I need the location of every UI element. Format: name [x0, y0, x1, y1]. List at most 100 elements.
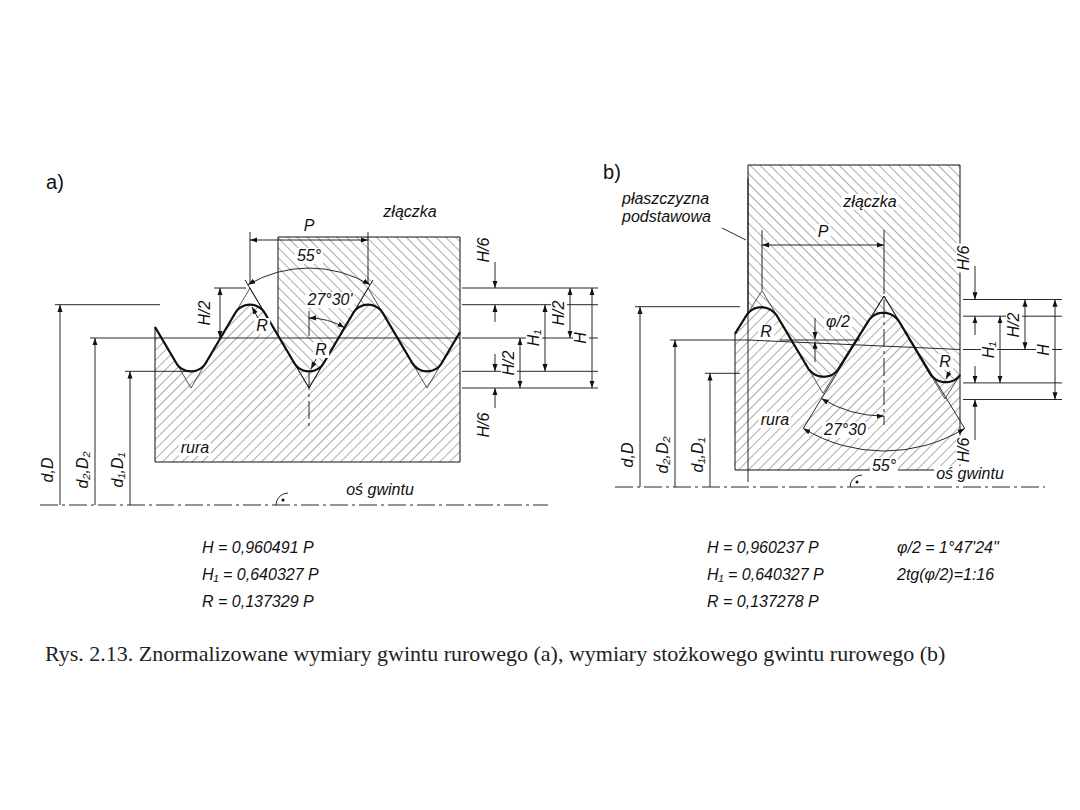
- angle-arc: [309, 318, 345, 328]
- formula: 2tg(φ/2)=1:16: [895, 567, 996, 583]
- angle-arc: [822, 399, 885, 417]
- basic-triangle: [165, 288, 455, 388]
- angle-arrow: [815, 318, 816, 339]
- dimension-label: H: [573, 330, 589, 346]
- dimension-label: H₁: [526, 328, 542, 349]
- angle-label: φ/2: [824, 314, 852, 330]
- extension-line: [635, 306, 740, 307]
- extension-line: [963, 382, 1062, 383]
- radius-label: R: [254, 318, 270, 334]
- diameter-label: d₁,D₁: [690, 436, 706, 475]
- hatched-parts: [155, 165, 960, 470]
- diameter-label: d₁,D₁: [110, 451, 126, 490]
- center-line: [884, 300, 885, 425]
- thread-axis: [40, 505, 548, 506]
- thread-profile: [735, 307, 960, 382]
- angle-label: 27°30': [305, 292, 354, 308]
- angle-label: 27°30: [822, 422, 868, 438]
- formula: H₁ = 0,640327 P: [705, 567, 826, 583]
- diameter-label: d,D: [620, 441, 636, 470]
- part-name: złączka: [381, 204, 438, 220]
- dimension-line: [250, 240, 368, 241]
- diameter-label: d₂,D₂: [75, 449, 91, 490]
- thread-profiles: [155, 288, 960, 399]
- axis-label: oś gwintu: [934, 466, 1006, 482]
- dimension-line: [130, 371, 131, 505]
- dimension-label: H/6: [476, 411, 492, 440]
- panel-a-dimensions: [40, 232, 598, 505]
- dimension-line: [975, 400, 976, 441]
- dimension-line: [495, 305, 496, 322]
- dimension-line: [710, 373, 711, 487]
- figure-caption: Rys. 2.13. Znormalizowane wymiary gwintu…: [45, 640, 1055, 669]
- extension-line: [963, 399, 1062, 400]
- dimension-line: [675, 340, 676, 487]
- dimension-label: H/2: [501, 349, 517, 378]
- reference-line: [309, 311, 310, 336]
- right-angle-symbol: [850, 475, 862, 487]
- dimension-line: [1025, 300, 1026, 350]
- diameter-label: d,D: [40, 456, 56, 485]
- dimension-line: [975, 266, 976, 300]
- radius-leader: [311, 359, 316, 369]
- formula: H = 0,960237 P: [705, 540, 821, 556]
- dimension-line: [95, 338, 96, 505]
- extension-line: [462, 304, 598, 305]
- angle-arc: [248, 268, 370, 285]
- dimension-label: H/6: [956, 436, 972, 465]
- dimension-label: H: [1036, 342, 1052, 358]
- center-line: [309, 372, 310, 428]
- part-name: rura: [759, 412, 791, 428]
- dimension-line: [1055, 300, 1056, 400]
- dimension-line: [1000, 316, 1001, 383]
- extension-line: [214, 288, 246, 289]
- formula: R = 0,137278 P: [705, 594, 821, 610]
- formula: H = 0,960491 P: [200, 540, 316, 556]
- dimension-line: [592, 288, 593, 388]
- angle-label: 55°: [295, 248, 323, 264]
- radius-label: R: [758, 324, 774, 340]
- base-plane-line: [748, 178, 749, 482]
- dimension-label: H/2: [551, 299, 567, 328]
- extension-line: [462, 371, 598, 372]
- axis-label: oś gwintu: [344, 482, 416, 498]
- part-name: złączka: [841, 194, 898, 210]
- extension-line: [963, 299, 1062, 300]
- panel-b-dimensions: [615, 178, 1062, 487]
- angle-label: 55°: [870, 458, 898, 474]
- panel-letter: b): [601, 162, 623, 182]
- dimension-line: [495, 354, 496, 371]
- dimension-label: P: [816, 224, 831, 240]
- dimension-line: [60, 305, 61, 505]
- dimension-line: [220, 288, 221, 338]
- right-angle-dot: [282, 499, 285, 502]
- dimension-line: [495, 388, 496, 408]
- diameter-label: d₂,D₂: [655, 434, 671, 475]
- formula: R = 0,137329 P: [200, 594, 316, 610]
- radius-leader: [946, 371, 950, 379]
- part-name: płaszczyzna podstawowa: [620, 190, 736, 227]
- dimension-line: [640, 307, 641, 487]
- dimension-label: H₁: [981, 340, 997, 361]
- extension-line: [670, 340, 748, 341]
- dimension-line: [495, 262, 496, 288]
- extension-line: [884, 230, 885, 294]
- dimension-line: [762, 245, 884, 246]
- radius-label: R: [937, 354, 953, 370]
- extension-line: [55, 304, 160, 305]
- dimension-label: H/6: [476, 236, 492, 265]
- radius-label: R: [313, 342, 329, 358]
- extension-line: [462, 388, 598, 389]
- dimension-line: [975, 316, 976, 335]
- right-angle-dot: [856, 481, 859, 484]
- angle-arrow: [815, 342, 816, 363]
- dimension-line: [545, 305, 546, 372]
- dimension-label: H/2: [197, 299, 213, 328]
- right-angle-symbol: [276, 493, 288, 505]
- formula: φ/2 = 1°47'24": [895, 540, 1001, 556]
- coupling-section: [748, 165, 960, 382]
- extension-line: [462, 288, 598, 289]
- radius-leader: [252, 307, 258, 318]
